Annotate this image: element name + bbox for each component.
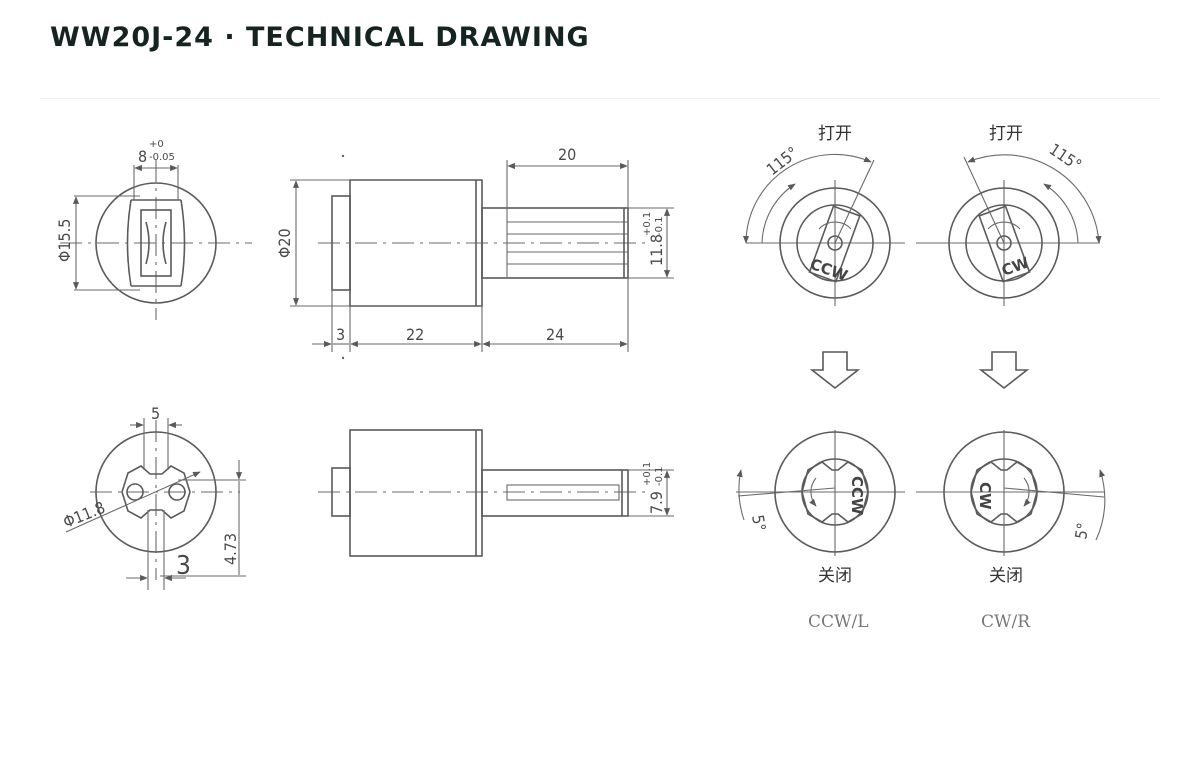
dim-shaft-11-8-tol-lower: -0.1 (654, 216, 665, 236)
dim-diameter-11-8: Φ11.8 (60, 498, 107, 532)
knob-label-ccw-closed: CCW (848, 476, 866, 515)
rotation-close-cw: CW 5° 关闭 CW/R (916, 430, 1106, 632)
down-arrow-left-icon (809, 351, 861, 390)
label-close-cw: 关闭 (989, 566, 1023, 586)
dim-shaft-11-8: 11.8 (647, 234, 666, 266)
end-view-top: Φ15.5 8 +0 -0.05 (55, 139, 252, 320)
knob-label-cw-closed: CW (976, 482, 994, 510)
label-close-ccw: 关闭 (818, 566, 852, 586)
dim-depth-3: 3 (176, 551, 191, 581)
dim-width-8-tol-lower: -0.05 (149, 152, 175, 163)
dim-diameter-20: Φ20 (275, 228, 294, 258)
dim-shaft-7-9: 7.9 (647, 491, 666, 514)
dim-diameter-15-5: Φ15.5 (55, 219, 74, 262)
dim-length-22: 22 (406, 325, 424, 344)
header-divider (40, 98, 1160, 99)
label-open-cw: 打开 (989, 124, 1023, 144)
page-title: WW20J-24 · TECHNICAL DRAWING (50, 22, 590, 53)
label-open-ccw: 打开 (818, 124, 852, 144)
dim-length-3: 3 (336, 325, 345, 344)
rotation-open-ccw: CCW 115° 打开 (742, 124, 905, 306)
end-view-bottom: Φ11.8 5 4.73 3 (60, 404, 246, 590)
dim-width-8-tol-upper: +0 (149, 139, 164, 150)
dim-shaft-7-9-tol-upper: +0.1 (642, 462, 653, 486)
angle-close-ccw: 5° (748, 513, 770, 532)
dim-shaft-7-9-tol-lower: -0.1 (654, 466, 665, 486)
side-view-top: Φ20 20 11.8 +0.1 -0.1 3 22 24 (275, 145, 674, 360)
caption-ccw-l: CCW/L (808, 612, 869, 632)
angle-close-cw: 5° (1071, 521, 1093, 540)
angle-open-cw: 115° (1046, 140, 1085, 175)
down-arrow-right-icon (978, 351, 1030, 390)
dim-width-5: 5 (151, 404, 160, 423)
rotation-close-ccw: CCW 5° 关闭 CCW/L (736, 430, 905, 632)
dim-length-24: 24 (546, 325, 564, 344)
angle-open-ccw: 115° (763, 143, 802, 179)
dim-length-4-73: 4.73 (221, 533, 240, 565)
side-view-bottom: 7.9 +0.1 -0.1 (318, 429, 674, 557)
dim-shaft-11-8-tol-upper: +0.1 (642, 212, 653, 236)
caption-cw-r: CW/R (981, 612, 1031, 632)
rotation-open-cw: CW 115° 打开 (916, 124, 1102, 306)
dim-width-8: 8 (138, 147, 147, 166)
dim-length-20: 20 (558, 145, 576, 164)
